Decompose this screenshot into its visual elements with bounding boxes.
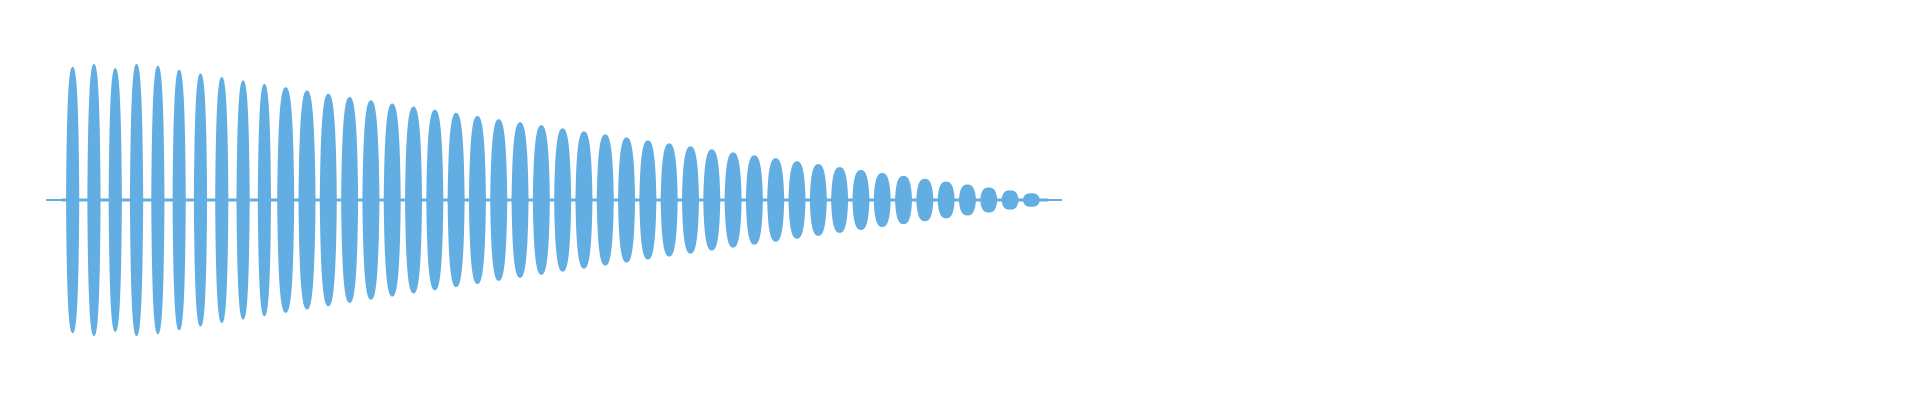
waveform-lobe [341, 97, 359, 303]
waveform-lobe [724, 152, 742, 248]
waveform-lobe [852, 170, 870, 230]
waveform-lobe [468, 116, 486, 284]
waveform-lobe [129, 64, 144, 336]
waveform-lobe [916, 178, 934, 222]
waveform-lobe [788, 161, 806, 239]
waveform-lobe [511, 122, 529, 278]
waveform-lobe [660, 143, 678, 257]
waveform-lobe [193, 73, 208, 327]
waveform-lobe [873, 172, 891, 228]
waveform-lobe [215, 76, 229, 324]
waveform-lobe [236, 80, 250, 320]
waveform-lobe [618, 137, 636, 263]
waveform-lobe [532, 125, 550, 275]
waveform-lobe [172, 69, 186, 331]
waveform-lobe [958, 184, 976, 216]
waveform-lobe [980, 187, 998, 213]
waveform-lobe [257, 83, 271, 317]
waveform-lobe [298, 90, 316, 310]
waveform-lobe [745, 155, 763, 245]
waveform-lobe [151, 65, 165, 335]
waveform-lobe [575, 131, 593, 269]
waveform-lobe [809, 164, 827, 236]
waveform-lobe [426, 109, 444, 291]
waveform-lobe [87, 64, 101, 336]
waveform-lobe [108, 68, 122, 332]
waveform-lobe [1022, 193, 1040, 207]
waveform-lobe [447, 112, 465, 288]
waveform-lobe [1001, 190, 1019, 210]
waveform-lobe [681, 146, 699, 254]
waveform-lobe [383, 103, 401, 297]
waveform-lobe [490, 119, 508, 281]
waveform-lobe [831, 167, 849, 233]
waveform-lobe [895, 175, 913, 225]
waveform-lobe [277, 87, 295, 313]
waveform-lobe [319, 93, 337, 307]
waveform-group [46, 64, 1062, 336]
waveform-lobe [596, 134, 614, 266]
waveform-lobe [66, 66, 80, 334]
waveform-lobe [362, 100, 380, 300]
waveform-lobe [554, 128, 572, 272]
waveform-lobe [639, 140, 657, 260]
waveform-lobe [767, 158, 785, 242]
waveform-lobe [703, 149, 721, 251]
waveform-lobe [405, 106, 423, 294]
waveform-lobe [937, 181, 955, 219]
